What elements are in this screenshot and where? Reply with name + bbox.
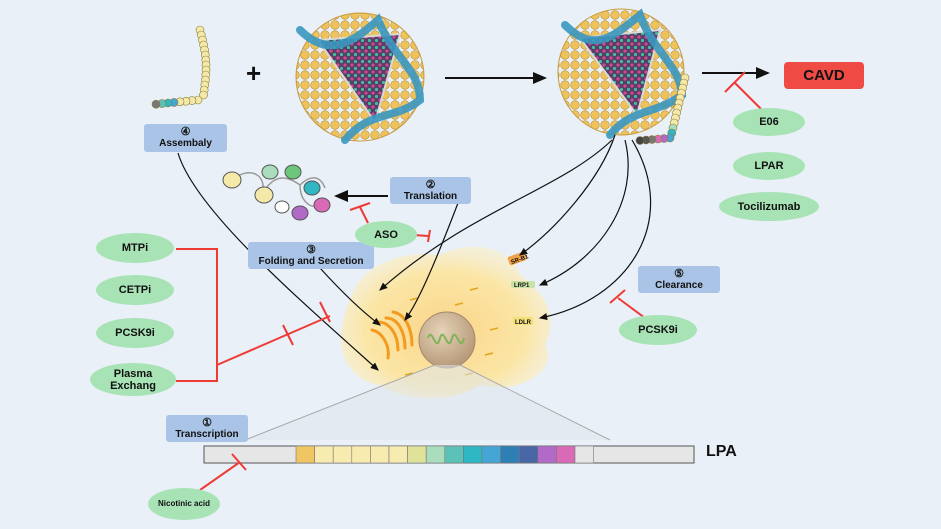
gene-segment [425, 445, 446, 464]
step-clearance: ⑤ Clearance [638, 266, 720, 293]
gene-segment [444, 445, 464, 464]
lpa-gene-label: LPA [706, 443, 737, 460]
translation-to-golgi-arrow [404, 202, 459, 321]
gene-segment [500, 445, 520, 464]
gene-segment [388, 445, 408, 464]
gene-segment [407, 445, 427, 464]
step-assembly-label: Assembaly [159, 138, 212, 149]
pcsk9i-right-pill: PCSK9i [619, 315, 697, 345]
gene-segment [481, 445, 501, 464]
pcsk9i-right-inhibition [609, 289, 646, 319]
cavd-box: CAVD [784, 62, 864, 89]
hepatocyte-cell [341, 246, 551, 399]
gene-segment [556, 445, 576, 464]
nicotinic-acid-pill: Nicotinic acid [148, 488, 220, 520]
gene-segment [518, 445, 539, 464]
gene-segment [370, 445, 390, 464]
apo-a-chain [151, 25, 211, 109]
ldl-particle [295, 12, 425, 144]
cetpi-pill: CETPi [96, 275, 174, 305]
srb1-receptor: SR-B1 [507, 251, 530, 266]
gene-zoom [244, 364, 611, 441]
clearance-arrows [379, 134, 651, 321]
gene-segment [314, 445, 334, 464]
step-transcription: ① Transcription [166, 415, 248, 442]
gene-segment [295, 445, 315, 464]
gene-segment [537, 445, 557, 464]
step-transcription-label: Transcription [175, 429, 239, 440]
plasma-exchange-pill: Plasma Exchang [90, 363, 176, 396]
step-folding-number: ③ [306, 244, 316, 256]
ldlr-receptor: LDLR [513, 317, 533, 326]
e06-inhibition [724, 71, 763, 111]
step-assembly-number: ④ [180, 126, 191, 138]
step-translation: ② Translation [390, 177, 471, 204]
pcsk9i-left-pill: PCSK9i [96, 318, 174, 348]
gene-segment [574, 445, 594, 464]
step-folding: ③ Folding and Secretion [248, 242, 374, 269]
step-assembly: ④ Assembaly [144, 124, 227, 152]
folding-to-golgi-arrow [319, 267, 381, 326]
aso-inhibition-translation [349, 202, 371, 224]
gene-segment [351, 445, 371, 464]
lrp1-receptor: LRP1 [511, 281, 535, 289]
step-clearance-label: Clearance [655, 280, 703, 291]
e06-pill: E06 [733, 108, 805, 136]
nicotinic-acid-inhibition [199, 453, 247, 491]
plus-sign: + [246, 58, 262, 88]
step-folding-label: Folding and Secretion [258, 256, 364, 267]
aso-pill: ASO [355, 221, 417, 248]
lpar-pill: LPAR [733, 152, 805, 180]
mtpi-pill: MTPi [96, 233, 174, 263]
translated-kringles [222, 164, 331, 221]
svg-text:LDLR: LDLR [515, 320, 532, 326]
gene-segment [463, 445, 483, 464]
gene-segment [332, 445, 353, 464]
gene-segments [295, 445, 594, 464]
step-clearance-number: ⑤ [674, 268, 684, 280]
lpa-particle [557, 8, 690, 145]
step-translation-number: ② [425, 179, 436, 191]
step-transcription-number: ① [202, 417, 212, 429]
step-translation-label: Translation [403, 191, 458, 202]
tocilizumab-pill: Tocilizumab [719, 192, 819, 221]
left-inhibitor-bracket [176, 248, 331, 382]
svg-text:LRP1: LRP1 [514, 283, 530, 289]
